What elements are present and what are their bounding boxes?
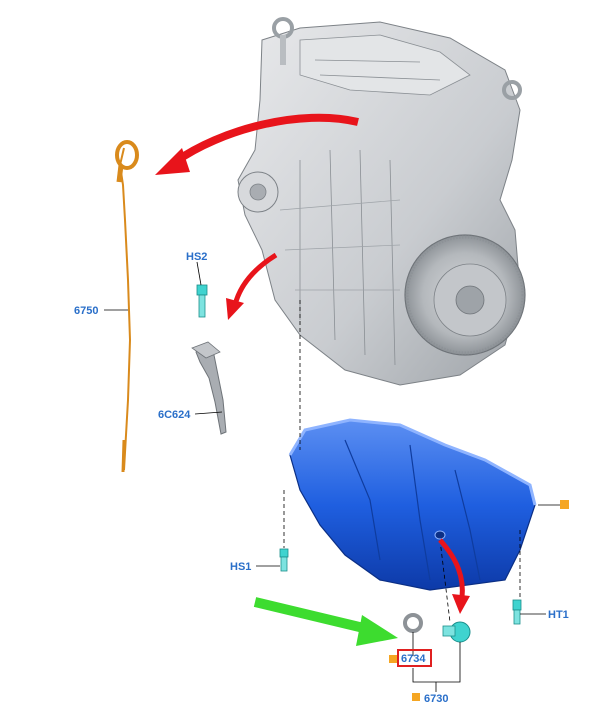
marker-squares: [389, 500, 569, 701]
hs2-bolt: [196, 284, 208, 318]
oil-pan: [288, 418, 537, 591]
drain-plug-gasket: [403, 613, 423, 633]
oil-level-dipstick: [115, 140, 139, 473]
green-highlight-arrow: [253, 597, 398, 646]
callout-hs2: HS2: [186, 251, 207, 263]
alignment-lines: [283, 300, 521, 623]
callout-6750: 6750: [74, 305, 98, 317]
highlight-box-6734: [397, 649, 432, 667]
hs1-bolt: [279, 548, 289, 572]
marker-square-6734: [389, 655, 397, 663]
callout-6734: 6734: [401, 653, 426, 665]
callout-ht1: HT1: [548, 609, 569, 621]
oil-pan-drain-plug: [442, 621, 471, 643]
ht1-bolt: [512, 599, 522, 625]
red-removal-arrows: [155, 113, 470, 614]
oil-level-dipstick-tube: [191, 341, 227, 435]
callout-hs1: HS1: [230, 561, 251, 573]
marker-square-6730: [412, 693, 420, 701]
marker-square-pan: [560, 500, 569, 509]
engine-assembly: [237, 17, 526, 386]
callout-6730: 6730: [424, 693, 448, 705]
callout-6c624: 6C624: [158, 409, 191, 421]
callout-leaders: [104, 261, 560, 692]
